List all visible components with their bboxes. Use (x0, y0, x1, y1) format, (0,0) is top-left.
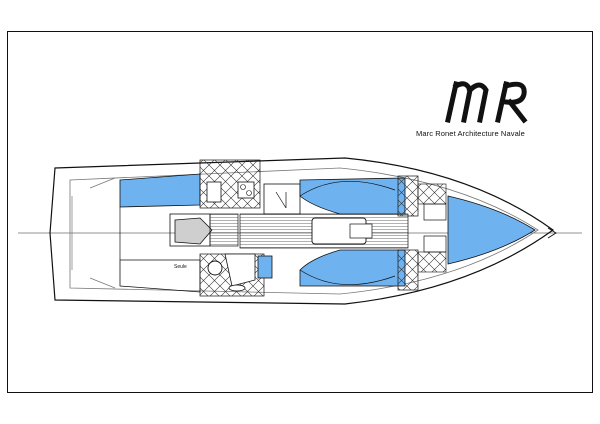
heads-locker (257, 255, 273, 279)
burner (240, 184, 246, 190)
burner (246, 190, 252, 196)
chart-table (263, 183, 301, 215)
v-berth (447, 195, 536, 265)
wash-basin (228, 284, 246, 292)
forward-hatched (417, 183, 447, 205)
table-leaf (349, 223, 373, 239)
bulkhead-locker (397, 249, 419, 291)
engine (174, 217, 213, 245)
companionway-steps (209, 213, 239, 247)
forward-hatched (417, 251, 447, 273)
bow-fitting (547, 227, 557, 239)
saloon-seatback-outline (299, 180, 396, 286)
toilet (207, 260, 223, 276)
architect-name: Marc Ronet Architecture Navale (416, 129, 525, 138)
settee-port (299, 177, 406, 215)
cockpit-seat-port (119, 173, 201, 208)
hull-outline (49, 157, 555, 305)
stove (237, 181, 255, 199)
drawing-frame (7, 31, 593, 393)
forward-locker (423, 235, 447, 253)
forward-locker (423, 203, 447, 221)
cockpit-locker-starboard (119, 259, 201, 293)
cockpit-locker-label: Seule (174, 264, 187, 270)
sink (206, 181, 222, 203)
settee-starboard (299, 249, 406, 287)
shower-tray (224, 253, 256, 287)
bulkhead-locker (397, 175, 419, 217)
chart-table-seat (275, 191, 287, 209)
toerail (71, 177, 116, 289)
designer-logo (445, 81, 528, 124)
